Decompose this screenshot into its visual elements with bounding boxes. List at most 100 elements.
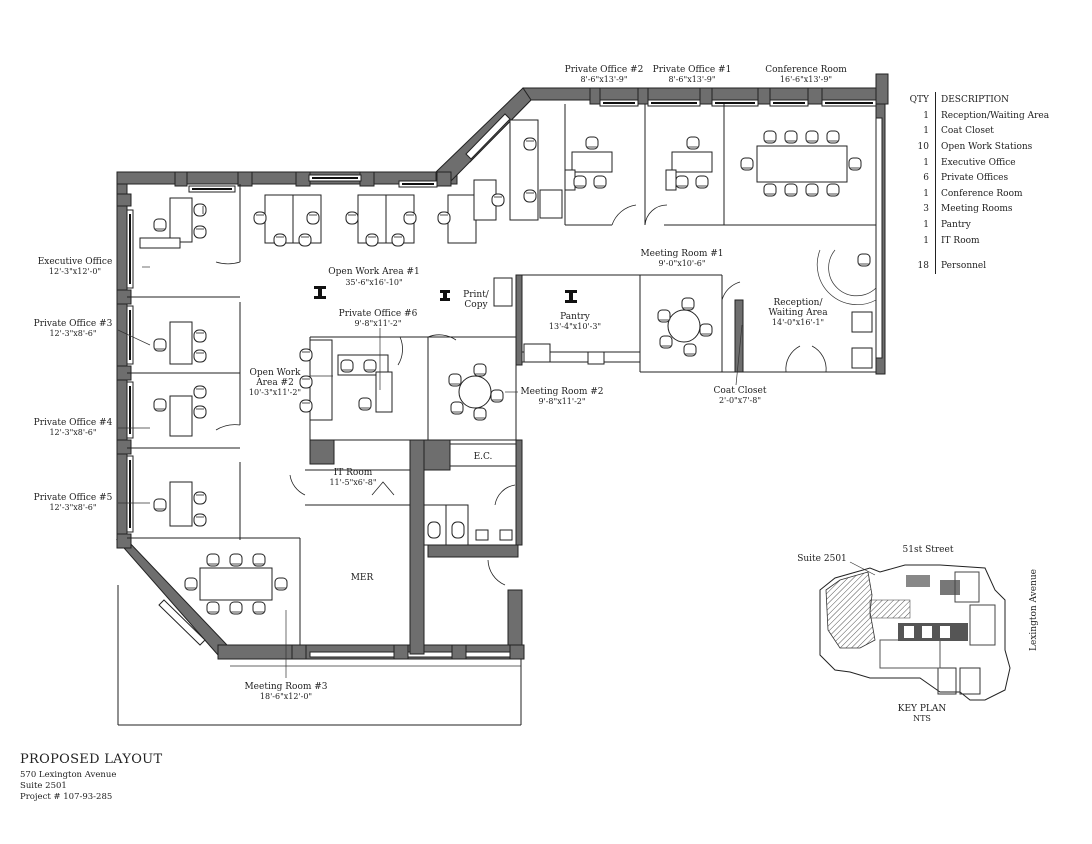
mer-label: MER xyxy=(351,573,374,583)
legend-row: 1 Reception/Waiting Area xyxy=(903,108,1063,124)
legend-total-qty: 18 xyxy=(917,261,929,272)
meeting-room-3-furniture xyxy=(184,553,288,615)
project-number: Project # 107-93-285 xyxy=(20,792,113,802)
legend-row: 1 Conference Room xyxy=(903,185,1063,202)
reception-furniture xyxy=(816,249,877,369)
key-plan: Suite 2501 51st Street Lexington Avenue … xyxy=(797,545,1039,723)
ec-label: E.C. xyxy=(474,452,493,462)
private-office-1-label: Private Office #1 xyxy=(653,65,732,75)
open-work-area-1-label: Open Work Area #1 xyxy=(328,267,419,277)
pantry-label: Pantry xyxy=(560,312,591,322)
legend-qty: 1 xyxy=(923,188,929,199)
legend-desc-header: DESCRIPTION xyxy=(935,92,1009,108)
executive-office-size: 12'-3"x12'-0" xyxy=(49,267,101,276)
reception-label-1: Reception/ xyxy=(774,298,824,308)
legend-row: 10 Open Work Stations xyxy=(903,139,1063,155)
legend-qty: 6 xyxy=(923,173,929,184)
legend-qty: 1 xyxy=(923,219,929,230)
private-office-5-label: Private Office #5 xyxy=(34,493,113,503)
legend-desc: Private Offices xyxy=(935,170,1008,186)
legend-header: QTY DESCRIPTION xyxy=(903,92,1063,108)
conference-room-furniture xyxy=(740,130,862,197)
executive-office-label: Executive Office xyxy=(38,257,113,267)
leader-lines xyxy=(117,266,743,678)
room-labels: Executive Office 12'-3"x12'-0" Private O… xyxy=(34,65,848,701)
windows xyxy=(126,99,883,658)
key-plan-street-top: 51st Street xyxy=(903,545,954,555)
legend-spacer xyxy=(903,248,1063,259)
private-office-6-label: Private Office #6 xyxy=(339,309,418,319)
private-office-5-size: 12'-3"x8'-6" xyxy=(49,503,96,512)
print-copy-label-1: Print/ xyxy=(463,290,490,300)
meeting-room-2-label: Meeting Room #2 xyxy=(520,387,603,397)
legend-desc: Reception/Waiting Area xyxy=(935,108,1049,124)
drawing-title: PROPOSED LAYOUT xyxy=(20,752,163,767)
reception-size: 14'-0"x16'-1" xyxy=(772,318,824,327)
key-plan-scale: NTS xyxy=(913,714,931,723)
legend-row: 1 IT Room xyxy=(903,232,1063,249)
copier xyxy=(493,277,513,307)
legend-qty-header: QTY xyxy=(909,95,929,105)
legend-desc: Pantry xyxy=(935,217,971,233)
private-office-4-furniture xyxy=(153,385,207,437)
legend-qty: 1 xyxy=(923,235,929,246)
legend-desc: Coat Closet xyxy=(935,123,994,140)
title-block: PROPOSED LAYOUT 570 Lexington Avenue Sui… xyxy=(20,752,162,803)
pantry-counter xyxy=(521,343,641,365)
legend-qty: 1 xyxy=(923,110,929,121)
private-office-1-size: 8'-6"x13'-9" xyxy=(668,75,715,84)
private-office-5-furniture xyxy=(153,481,207,527)
print-copy-label-2: Copy xyxy=(464,300,488,310)
legend-desc: Conference Room xyxy=(935,185,1023,202)
it-room-label: IT Room xyxy=(334,468,373,478)
legend-desc: IT Room xyxy=(935,232,980,249)
meeting-room-1-furniture xyxy=(657,297,713,357)
open-work-area-2-size: 10'-3"x11'-2" xyxy=(249,388,301,397)
private-office-6-size: 9'-8"x11'-2" xyxy=(354,319,401,328)
pantry-size: 13'-4"x10'-3" xyxy=(549,322,601,331)
suite-number: Suite 2501 xyxy=(20,781,67,791)
legend-row: 1 Pantry xyxy=(903,217,1063,233)
it-room-size: 11'-5"x6'-8" xyxy=(329,478,376,487)
open-work-area-1-size: 35'-6"x16'-10" xyxy=(345,278,402,287)
key-plan-suite-label: Suite 2501 xyxy=(797,554,847,564)
private-office-3-size: 12'-3"x8'-6" xyxy=(49,329,96,338)
meeting-room-3-size: 18'-6"x12'-0" xyxy=(260,692,312,701)
address: 570 Lexington Avenue xyxy=(20,770,117,780)
open-work-area-2-furniture xyxy=(299,339,333,421)
open-work-area-2-label-1: Open Work xyxy=(250,368,301,378)
legend-desc: Open Work Stations xyxy=(935,139,1032,155)
meeting-room-1-label: Meeting Room #1 xyxy=(640,249,723,259)
private-office-3-label: Private Office #3 xyxy=(34,319,113,329)
open-work-area-1-furniture xyxy=(253,119,563,247)
executive-office-furniture xyxy=(139,197,207,249)
meeting-room-1-size: 9'-0"x10'-6" xyxy=(658,259,705,268)
reception-label-2: Waiting Area xyxy=(768,308,828,318)
private-offices-1-2-furniture xyxy=(564,136,713,191)
coat-closet-size: 2'-0"x7'-8" xyxy=(719,396,761,405)
legend-qty: 10 xyxy=(917,141,929,152)
building-core xyxy=(309,274,744,655)
conference-room-label: Conference Room xyxy=(765,65,847,75)
key-plan-title: KEY PLAN xyxy=(898,704,947,714)
coat-closet-label: Coat Closet xyxy=(714,386,767,396)
private-office-2-size: 8'-6"x13'-9" xyxy=(580,75,627,84)
key-plan-street-side: Lexington Avenue xyxy=(1029,569,1039,651)
private-office-4-label: Private Office #4 xyxy=(34,418,113,428)
conference-room-size: 16'-6"x13'-9" xyxy=(780,75,832,84)
private-office-6-furniture xyxy=(337,354,393,413)
legend-desc: Meeting Rooms xyxy=(935,201,1013,218)
meeting-room-2-furniture xyxy=(448,363,504,421)
meeting-room-3-label: Meeting Room #3 xyxy=(244,682,327,692)
restrooms xyxy=(423,504,513,546)
open-work-area-2-label-2: Area #2 xyxy=(255,378,294,388)
legend-desc: Executive Office xyxy=(935,154,1016,171)
doors xyxy=(215,204,827,586)
columns xyxy=(314,286,577,303)
